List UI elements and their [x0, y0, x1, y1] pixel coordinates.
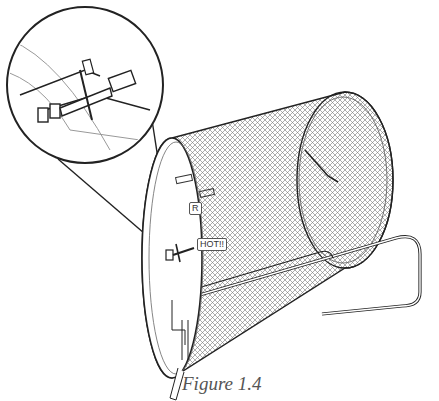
figure-caption: Figure 1.4 [182, 373, 262, 395]
warning-label: HOT!! [197, 238, 227, 251]
plate-label: R [189, 202, 202, 215]
